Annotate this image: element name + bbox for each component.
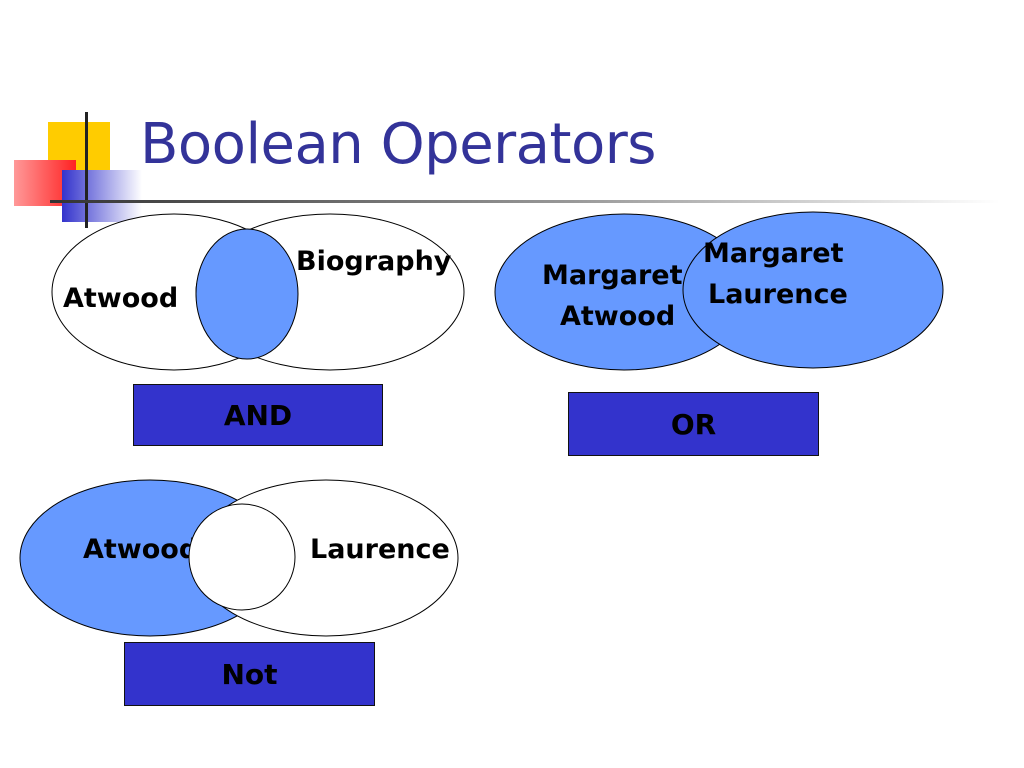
or-left-label-line1: Margaret [542, 260, 683, 291]
and-operator-box: AND [133, 384, 383, 446]
deco-horizontal-line [50, 200, 1000, 203]
not-left-label: Atwood [83, 534, 198, 565]
and-intersection [195, 228, 299, 360]
deco-vertical-line [85, 112, 88, 228]
deco-blue-square [62, 170, 142, 222]
not-operator-box: Not [124, 642, 375, 706]
or-right-circle [682, 211, 944, 369]
slide-title: Boolean Operators [140, 112, 656, 177]
or-operator-box: OR [568, 392, 819, 456]
or-right-label-line2: Laurence [708, 279, 848, 310]
title-decoration [14, 112, 1000, 228]
not-right-label: Laurence [310, 534, 450, 565]
and-venn-diagram: Atwood Biography [51, 213, 465, 371]
or-right-label-line1: Margaret [703, 238, 844, 269]
and-right-label: Biography [296, 246, 452, 277]
and-left-label: Atwood [63, 283, 178, 314]
not-venn-diagram: Atwood Laurence [19, 479, 459, 637]
or-left-label-line2: Atwood [560, 301, 675, 332]
or-venn-diagram: Margaret Atwood Margaret Laurence [494, 211, 944, 371]
not-intersection [188, 503, 296, 611]
